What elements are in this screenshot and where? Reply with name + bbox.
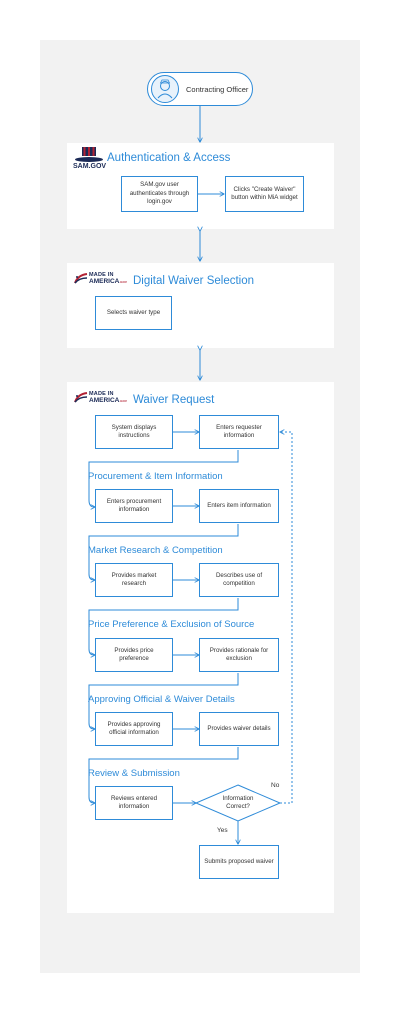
edge-requester-procurement [88, 450, 239, 507]
section-title-waiver-request: Waiver Request [133, 394, 215, 406]
sam-logo-text: SAM.GOV [73, 163, 107, 170]
mia-logo-line1: MADE IN [89, 272, 114, 279]
edge-rationale-approving [88, 673, 239, 729]
decision-diamond [194, 784, 282, 822]
step-sam-auth: SAM.gov user authenticates through login… [121, 176, 198, 212]
made-in-america-logo: MADE IN AMERICA.GOV [74, 272, 127, 285]
section-title-authentication: Authentication & Access [107, 152, 231, 164]
mia-logo-line1: MADE IN [89, 391, 114, 398]
edge-competition-price [88, 598, 239, 655]
flag-swoosh-icon [74, 392, 88, 403]
step-display-instructions: System displays instructions [95, 415, 173, 449]
edge-details-review [88, 747, 239, 803]
mia-logo-line2: AMERICA.GOV [89, 277, 127, 285]
edge-decision-no-loop [280, 432, 293, 804]
step-select-type: Selects waiver type [95, 296, 172, 330]
edge-item-market [88, 524, 239, 580]
subsection-procurement: Procurement & Item Information [88, 471, 223, 482]
start-label: Contracting Officer [186, 84, 249, 94]
subsection-approving: Approving Official & Waiver Details [88, 694, 235, 705]
flag-swoosh-icon [74, 273, 88, 284]
subsection-price: Price Preference & Exclusion of Source [88, 619, 255, 630]
uncle-sam-hat-icon [75, 147, 103, 162]
step-describe-competition: Describes use of competition [199, 563, 279, 597]
step-price-preference: Provides price preference [95, 638, 173, 672]
officer-avatar-icon [151, 75, 179, 103]
subsection-review: Review & Submission [88, 768, 180, 779]
step-rationale-exclusion: Provides rationale for exclusion [199, 638, 279, 672]
step-market-research: Provides market research [95, 563, 173, 597]
step-enter-requester: Enters requester information [199, 415, 279, 449]
step-review-info: Reviews entered information [95, 786, 173, 820]
edge-label-no: No [271, 782, 280, 789]
edge-label-yes: Yes [217, 827, 228, 834]
section-title-digital-waiver: Digital Waiver Selection [133, 275, 255, 287]
step-enter-item: Enters item information [199, 489, 279, 523]
subsection-market: Market Research & Competition [88, 545, 223, 556]
step-waiver-details: Provides waiver details [199, 712, 279, 746]
sam-gov-logo: SAM.GOV [73, 146, 107, 174]
step-submit: Submits proposed waiver [199, 845, 279, 879]
mia-logo-line2: AMERICA.GOV [89, 396, 127, 404]
step-enter-procurement: Enters procurement information [95, 489, 173, 523]
step-create-waiver: Clicks "Create Waiver" button within MiA… [225, 176, 304, 212]
start-contracting-officer: Contracting Officer [147, 72, 253, 106]
made-in-america-logo-2: MADE IN AMERICA.GOV [74, 391, 127, 404]
step-approving-official: Provides approving official information [95, 712, 173, 746]
decision-label: Information Correct? [222, 794, 254, 810]
